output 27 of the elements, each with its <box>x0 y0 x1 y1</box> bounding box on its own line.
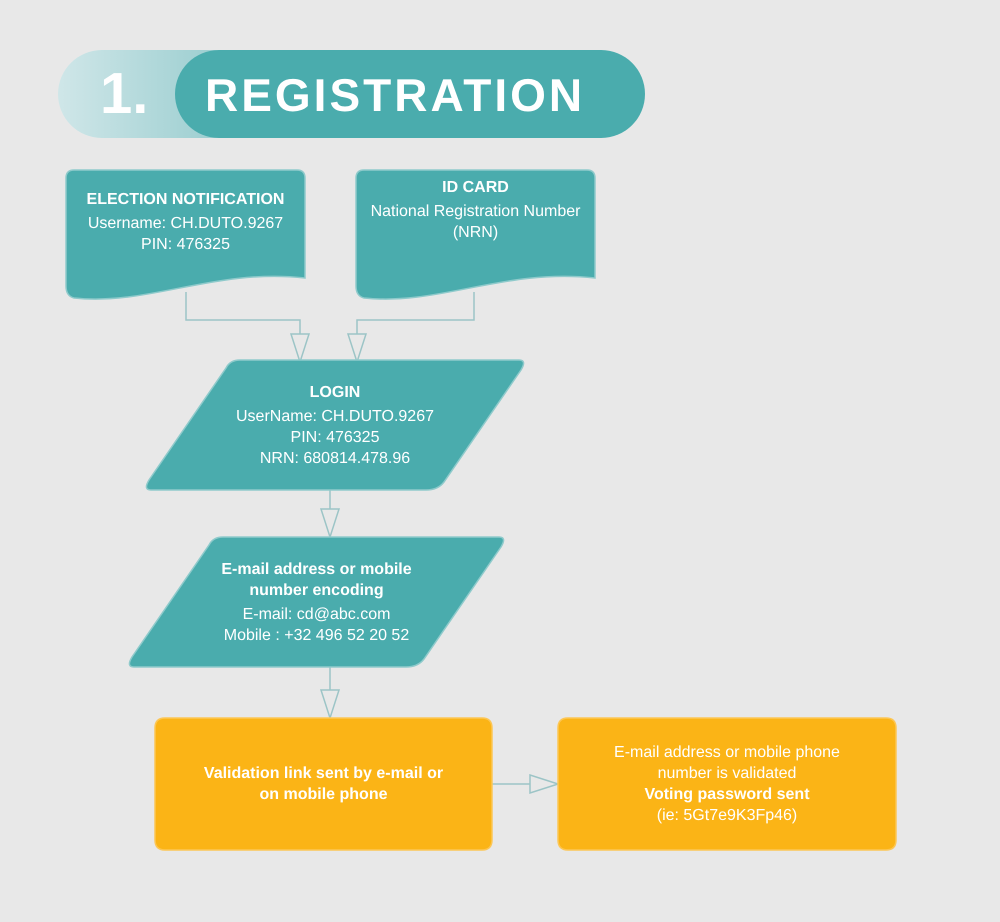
node-heading: ELECTION NOTIFICATION <box>86 190 284 210</box>
process-box <box>558 718 896 850</box>
input-parallelogram <box>128 537 505 667</box>
node-heading: E-mail address or mobile number encoding <box>220 560 413 600</box>
node-text: Username: CH.DUTO.9267 <box>88 214 284 234</box>
node-text: PIN: 476325 <box>290 428 380 448</box>
node-heading: Voting password sent <box>644 785 810 805</box>
document-shape <box>66 170 305 300</box>
node-text: E-mail: cd@abc.com <box>242 604 390 624</box>
node-heading: ID CARD <box>442 178 509 198</box>
node-text: UserName: CH.DUTO.9267 <box>236 406 434 426</box>
arrow <box>492 774 559 794</box>
node-text: National Registration Number (NRN) <box>370 202 582 243</box>
process-box <box>155 718 492 850</box>
node-heading: Validation link sent by e-mail or on mobile phone <box>202 764 444 805</box>
node-text: (ie: 5Gt7e9K3Fp46) <box>656 806 798 826</box>
node-text: PIN: 476325 <box>141 235 230 255</box>
document-shape <box>356 170 595 300</box>
node-text: Mobile : +32 496 52 20 52 <box>224 626 410 646</box>
step-number: 1. <box>100 62 148 126</box>
arrow <box>320 667 340 719</box>
node-text: E-mail address or mobile phone number is validated <box>613 743 841 784</box>
node-text: NRN: 680814.478.96 <box>260 448 410 468</box>
node-heading: LOGIN <box>310 382 360 402</box>
title: REGISTRATION <box>205 70 586 120</box>
arrow <box>320 490 340 538</box>
input-parallelogram <box>145 360 525 490</box>
